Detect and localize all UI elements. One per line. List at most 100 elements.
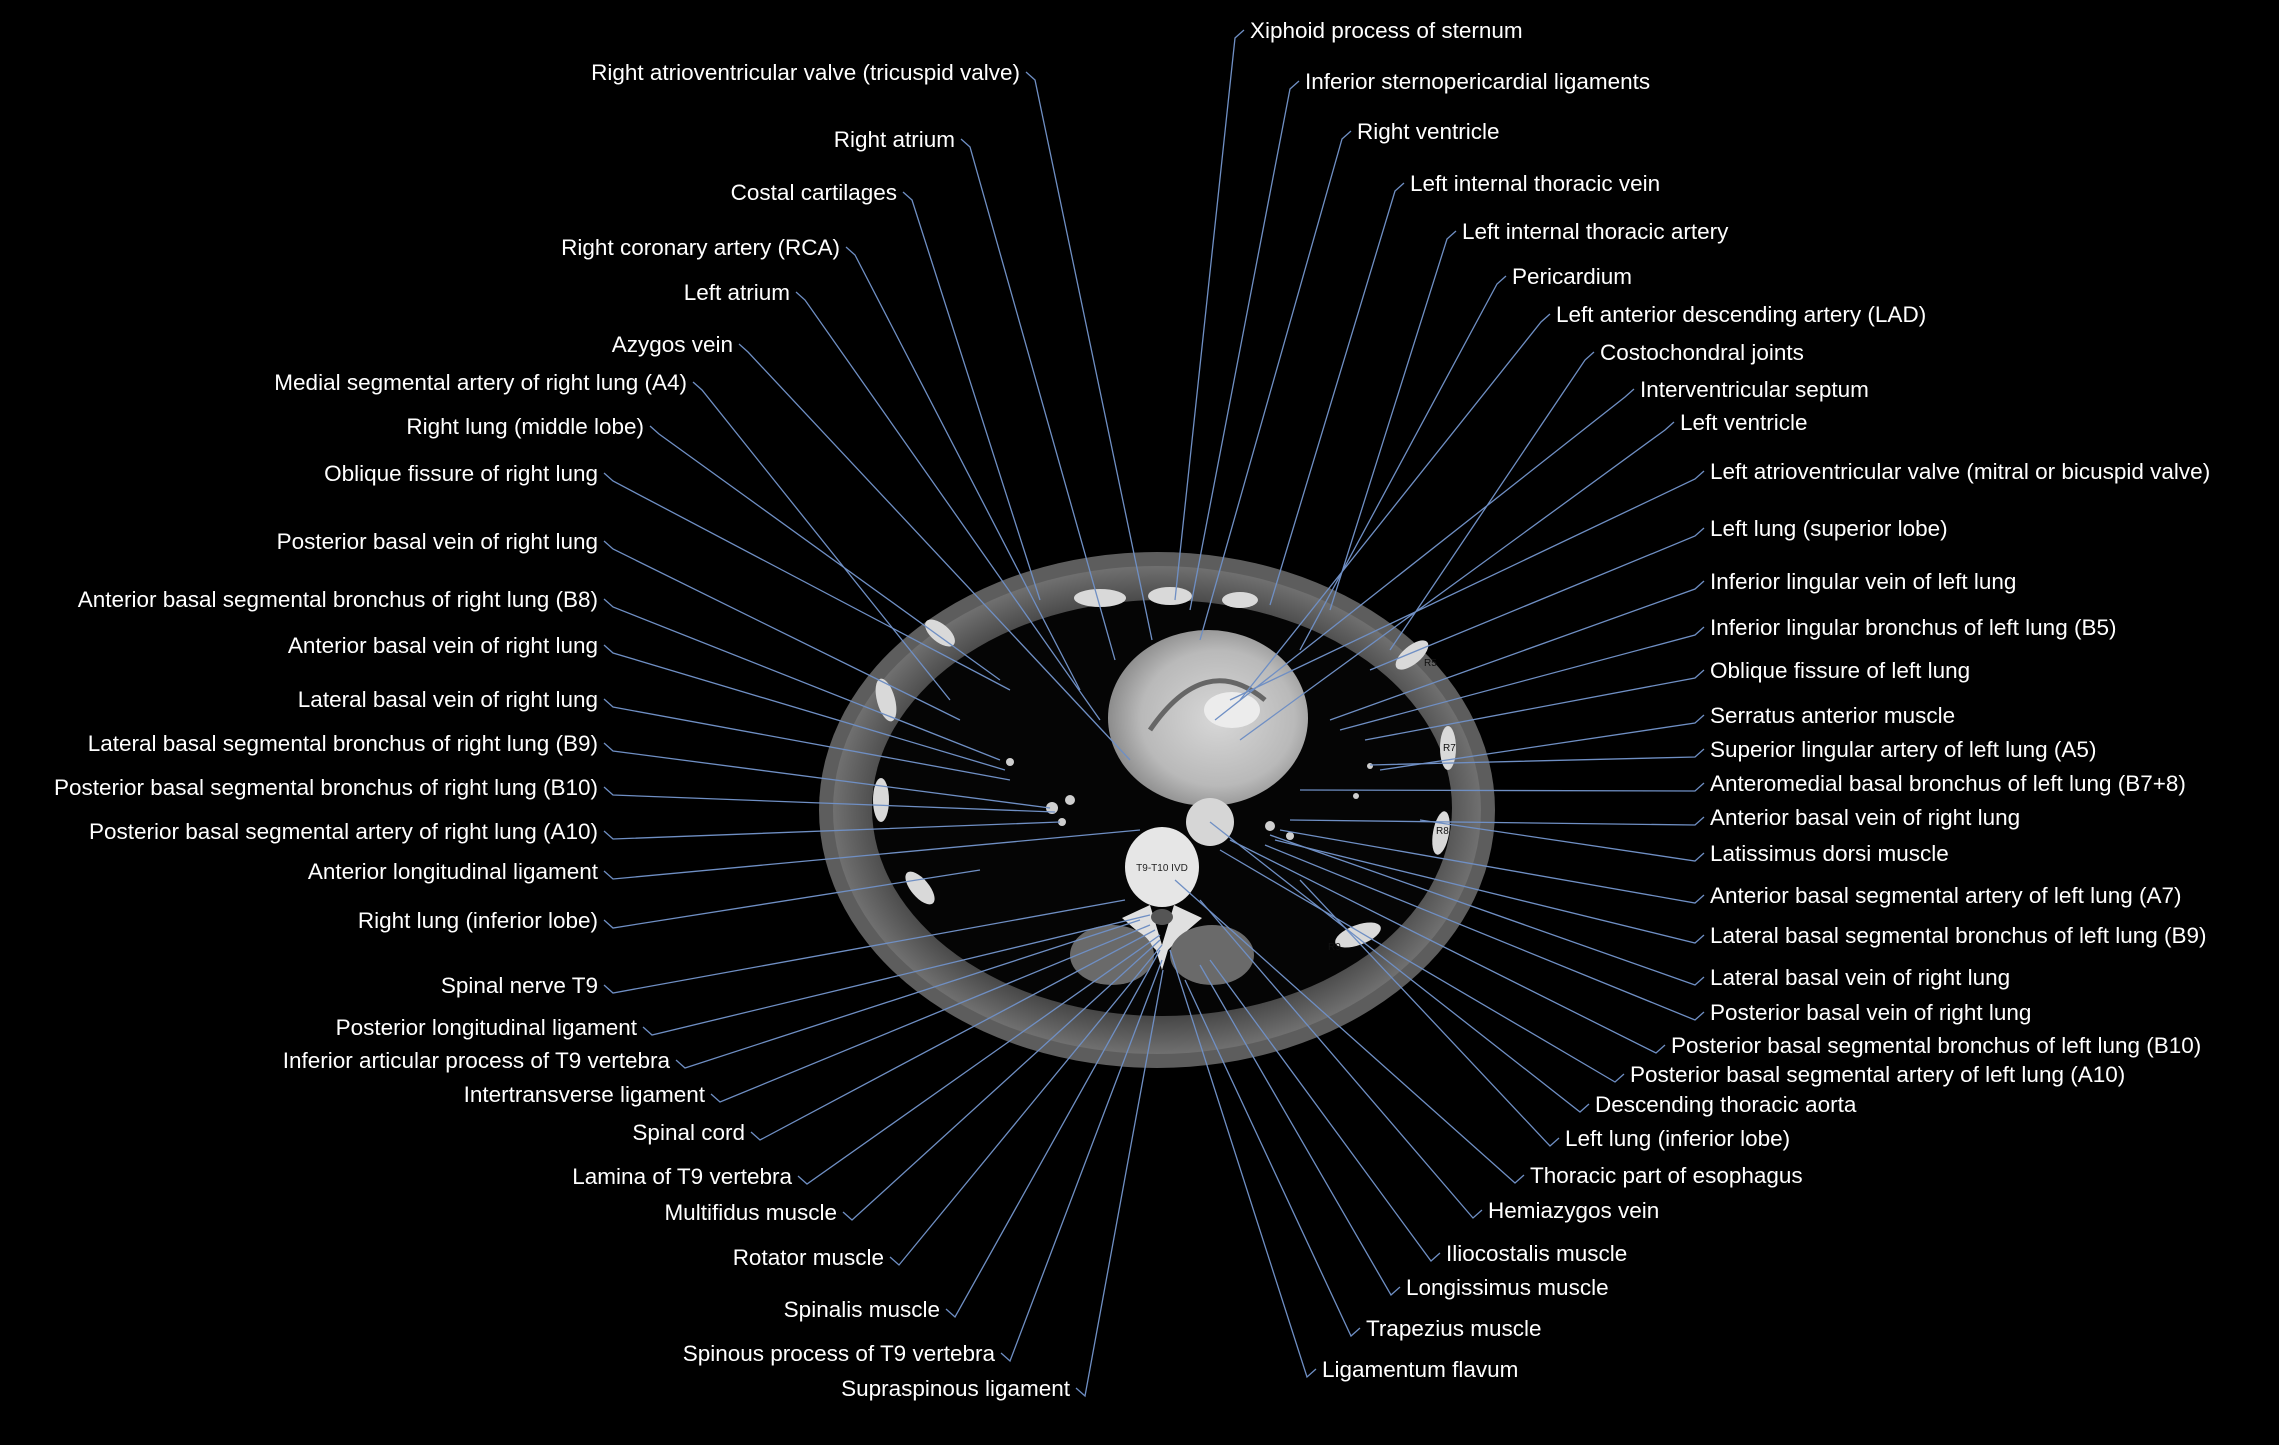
leader-line-right-atrioventricular-valve [1025,71,1153,641]
label-anterior-basal-vein-of-right-lung: Anterior basal vein of right lung [1710,805,2020,830]
label-intertransverse-ligament: Intertransverse ligament [464,1082,706,1107]
leader-line-multifidus-muscle [842,939,1161,1221]
label-inferior-lingular-vein-of-left-lung: Inferior lingular vein of left lung [1710,569,2016,594]
label-lateral-basal-segmental-bronchus-of-right-lung: Lateral basal segmental bronchus of righ… [88,731,598,756]
leader-line-right-ventricle [1199,130,1352,641]
label-hemiazygos-vein: Hemiazygos vein [1488,1198,1659,1223]
rib-tag-r9: R9 [1328,942,1341,953]
label-oblique-fissure-of-left-lung: Oblique fissure of left lung [1710,658,1970,683]
vertebra-level-tag: T9-T10 IVD [1136,863,1188,874]
leader-line-anterior-basal-segmental-bronchus-of-right-lung [603,598,1001,761]
rib-tag-r8: R8 [1436,826,1449,837]
label-anterior-basal-vein-of-right-lung: Anterior basal vein of right lung [288,633,598,658]
leader-line-pericardium [1299,275,1507,651]
label-right-atrioventricular-valve: Right atrioventricular valve (tricuspid … [591,60,1020,85]
leader-line-descending-thoracic-aorta [1209,821,1590,1113]
label-interventricular-septum: Interventricular septum [1640,377,1869,402]
vertebral-body [1125,827,1199,907]
label-left-internal-thoracic-artery: Left internal thoracic artery [1462,219,1729,244]
leader-line-posterior-basal-vein-of-right-lung [603,540,961,721]
leader-line-left-anterior-descending-artery [1239,313,1551,701]
label-right-coronary-artery: Right coronary artery (RCA) [561,235,840,260]
label-supraspinous-ligament: Supraspinous ligament [841,1376,1071,1401]
leader-line-lateral-basal-segmental-bronchus-of-left-lung [1274,839,1705,944]
leader-line-spinalis-muscle [945,949,1161,1319]
leader-line-left-atrioventricular-valve [1229,470,1705,701]
leader-line-medial-segmental-artery-of-right-lung [692,381,951,701]
label-right-ventricle: Right ventricle [1357,119,1500,144]
leader-line-left-ventricle [1239,421,1675,741]
leader-line-thoracic-part-of-esophagus [1174,879,1525,1184]
label-left-lung: Left lung (inferior lobe) [1565,1126,1790,1151]
rib-tag-r5: R5 [1424,658,1437,669]
label-left-ventricle: Left ventricle [1680,410,1808,435]
label-iliocostalis-muscle: Iliocostalis muscle [1446,1241,1627,1266]
label-superior-lingular-artery-of-left-lung: Superior lingular artery of left lung (A… [1710,737,2096,762]
leader-line-supraspinous-ligament [1075,969,1164,1398]
leader-line-rotator-muscle [889,944,1163,1266]
label-rotator-muscle: Rotator muscle [733,1245,884,1270]
label-left-atrioventricular-valve: Left atrioventricular valve (mitral or b… [1710,459,2210,484]
leader-line-posterior-basal-segmental-artery-of-left-lung [1219,849,1625,1083]
leader-line-ligamentum-flavum [1169,949,1317,1379]
leader-line-inferior-lingular-vein-of-left-lung [1329,580,1705,721]
leader-line-intertransverse-ligament [710,924,1151,1103]
label-spinalis-muscle: Spinalis muscle [784,1297,940,1322]
leader-line-spinal-cord [750,929,1156,1141]
label-posterior-basal-segmental-bronchus-of-left-lung: Posterior basal segmental bronchus of le… [1671,1033,2201,1058]
leader-line-anterior-longitudinal-ligament [603,829,1141,880]
label-lamina-of-t9-vertebra: Lamina of T9 vertebra [572,1164,792,1189]
label-costochondral-joints: Costochondral joints [1600,340,1804,365]
labels-left: Right atrioventricular valve (tricuspid … [54,60,1071,1401]
label-anterior-basal-segmental-bronchus-of-right-lung: Anterior basal segmental bronchus of rig… [78,587,598,612]
leader-line-left-internal-thoracic-artery [1329,230,1457,611]
leader-lines [603,29,1705,1398]
label-descending-thoracic-aorta: Descending thoracic aorta [1595,1092,1857,1117]
label-spinous-process-of-t9-vertebra: Spinous process of T9 vertebra [683,1341,996,1366]
label-xiphoid-process-of-sternum: Xiphoid process of sternum [1250,18,1523,43]
leader-line-serratus-anterior-muscle [1379,714,1705,771]
leader-line-right-lung [603,869,981,929]
leader-line-lateral-basal-segmental-bronchus-of-right-lung [603,742,1051,809]
label-inferior-articular-process-of-t9-vertebra: Inferior articular process of T9 vertebr… [283,1048,671,1073]
leader-line-anterior-basal-segmental-artery-of-left-lung [1279,829,1705,904]
leader-line-right-coronary-artery [845,246,1081,691]
leader-line-spinal-nerve-t9 [603,899,1126,994]
label-spinal-cord: Spinal cord [632,1120,745,1145]
leader-line-latissimus-dorsi-muscle [1419,819,1705,862]
label-pericardium: Pericardium [1512,264,1632,289]
leader-line-costochondral-joints [1389,351,1595,651]
label-posterior-basal-vein-of-right-lung: Posterior basal vein of right lung [277,529,598,554]
ct-scan-image: T9-T10 IVD R5 R7 R8 R9 [819,552,1495,1068]
leader-line-spinous-process-of-t9-vertebra [1000,959,1163,1363]
leader-line-right-atrium [960,138,1116,661]
leader-line-left-internal-thoracic-vein [1269,182,1405,606]
label-posterior-longitudinal-ligament: Posterior longitudinal ligament [336,1015,638,1040]
label-left-anterior-descending-artery: Left anterior descending artery (LAD) [1556,302,1926,327]
label-anterior-basal-segmental-artery-of-left-lung: Anterior basal segmental artery of left … [1710,883,2181,908]
leader-line-right-lung [649,425,1001,681]
label-lateral-basal-segmental-bronchus-of-left-lung: Lateral basal segmental bronchus of left… [1710,923,2207,948]
label-inferior-sternopericardial-ligaments: Inferior sternopericardial ligaments [1305,69,1650,94]
rib-tag-r7: R7 [1443,743,1456,754]
leader-line-posterior-basal-segmental-bronchus-of-left-lung [1229,839,1666,1054]
leader-line-trapezius-muscle [1184,979,1361,1338]
label-inferior-lingular-bronchus-of-left-lung: Inferior lingular bronchus of left lung … [1710,615,2116,640]
label-costal-cartilages: Costal cartilages [731,180,897,205]
label-thoracic-part-of-esophagus: Thoracic part of esophagus [1530,1163,1803,1188]
leader-line-inferior-sternopericardial-ligaments [1189,80,1300,611]
leader-line-posterior-basal-segmental-bronchus-of-right-lung [603,786,1056,813]
leader-line-left-lung [1369,527,1705,671]
label-latissimus-dorsi-muscle: Latissimus dorsi muscle [1710,841,1949,866]
label-anterior-longitudinal-ligament: Anterior longitudinal ligament [308,859,599,884]
label-left-atrium: Left atrium [684,280,790,305]
leader-line-superior-lingular-artery-of-left-lung [1369,748,1705,766]
leader-line-azygos-vein [738,343,1131,761]
posterior-elements [1122,905,1202,970]
leader-line-lateral-basal-vein-of-right-lung [1269,834,1705,986]
leader-line-iliocostalis-muscle [1209,959,1441,1262]
label-posterior-basal-segmental-artery-of-right-lung: Posterior basal segmental artery of righ… [89,819,598,844]
label-lateral-basal-vein-of-right-lung: Lateral basal vein of right lung [298,687,598,712]
leader-line-inferior-articular-process-of-t9-vertebra [675,919,1141,1069]
